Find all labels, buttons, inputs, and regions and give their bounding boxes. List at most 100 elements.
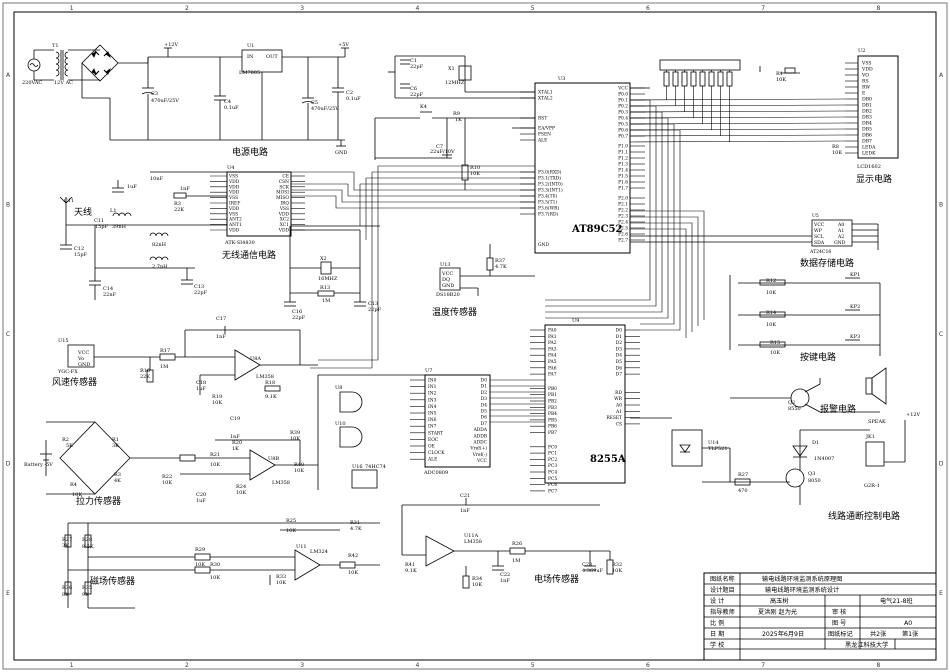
wireless-pin-label: MISO bbox=[276, 196, 289, 201]
svg-text:C23: C23 bbox=[582, 562, 592, 568]
svg-text:R1: R1 bbox=[776, 71, 783, 77]
wireless-pin-label: VSS bbox=[228, 212, 238, 217]
svg-text:R34: R34 bbox=[472, 576, 482, 582]
svg-text:U15: U15 bbox=[58, 338, 69, 344]
svg-text:C12: C12 bbox=[74, 246, 84, 252]
svg-text:R3: R3 bbox=[174, 201, 181, 207]
mcu-pin-label: XTAL1 bbox=[538, 91, 553, 96]
adc-pin-label: IN0 bbox=[428, 379, 437, 384]
frame-col-label: 5 bbox=[531, 662, 535, 669]
adc-labels: U7 ADC0809 U8 U10 U16 74HC74 bbox=[335, 368, 448, 476]
mcu-at89c52 bbox=[374, 55, 650, 254]
svg-text:OUT: OUT bbox=[266, 54, 278, 60]
svg-text:DS18B20: DS18B20 bbox=[436, 292, 460, 298]
svg-text:22uF/10V: 22uF/10V bbox=[430, 149, 455, 155]
mcu-pin-label: P2.7 bbox=[618, 239, 628, 244]
svg-text:图纸名称: 图纸名称 bbox=[710, 575, 735, 583]
ppi-pin-label: PB0 bbox=[548, 387, 557, 392]
frame-col-label: 2 bbox=[185, 662, 189, 669]
svg-text:4.7K: 4.7K bbox=[350, 526, 362, 532]
pullup-resistor bbox=[672, 71, 679, 87]
alarm-title: 报警电路 bbox=[820, 403, 856, 415]
ppi-pin-label: PB2 bbox=[548, 400, 557, 405]
svg-text:0.1uF: 0.1uF bbox=[224, 105, 239, 111]
svg-text:22pF: 22pF bbox=[410, 64, 424, 70]
frame-row-label: A bbox=[6, 72, 11, 79]
svg-text:U16: U16 bbox=[352, 464, 363, 470]
mcu-pin-label: P0.5 bbox=[618, 123, 628, 128]
svg-text:R28: R28 bbox=[82, 537, 92, 543]
wireless-pin-label: XC1 bbox=[280, 223, 289, 228]
wireless-pin-label: XC2 bbox=[280, 218, 289, 223]
wireless-pin-label: VSS bbox=[228, 196, 238, 201]
svg-text:C18: C18 bbox=[196, 380, 206, 386]
svg-text:LM358: LM358 bbox=[256, 374, 274, 380]
svg-text:R31: R31 bbox=[350, 520, 360, 526]
ppi-pin-label: PB4 bbox=[548, 412, 557, 417]
svg-text:220VAC: 220VAC bbox=[22, 80, 42, 86]
wireless-pin-label: VDD bbox=[228, 191, 240, 196]
optocoupler-u14-icon bbox=[671, 429, 703, 467]
ppi-pin-label: D5 bbox=[616, 360, 623, 365]
svg-text:R29: R29 bbox=[195, 547, 205, 553]
mcu-pin-label: P0.7 bbox=[618, 135, 628, 140]
adc-pin-label: Vref(+) bbox=[469, 447, 487, 452]
logic-gate-u10 bbox=[339, 426, 363, 448]
svg-text:Q2: Q2 bbox=[788, 400, 795, 406]
svg-text:15pF: 15pF bbox=[95, 224, 109, 230]
pullup-resistor bbox=[717, 71, 724, 87]
svg-text:R20: R20 bbox=[232, 440, 242, 446]
efield-sensor bbox=[401, 498, 614, 589]
mcu-part-label: AT89C52 bbox=[571, 224, 622, 235]
svg-text:22K: 22K bbox=[174, 207, 184, 213]
ppi-pin-label: RESET bbox=[606, 416, 622, 421]
adc-pin-label: D4 bbox=[481, 403, 488, 408]
svg-text:4.7K: 4.7K bbox=[495, 264, 507, 270]
pullup-resistor bbox=[699, 71, 706, 87]
wireless-labels: U4 ATK-SI4830 C11 C11 15pF L1 39nH 82nH … bbox=[64, 165, 382, 321]
svg-text:L1: L1 bbox=[110, 208, 117, 214]
adc-pin-label: D5 bbox=[481, 410, 488, 415]
ppi-pin-label: PC1 bbox=[548, 452, 557, 457]
ppi-pin-label: PA3 bbox=[548, 347, 557, 352]
svg-text:AT24C16: AT24C16 bbox=[809, 249, 831, 255]
mcu-pin-label: P2.3 bbox=[618, 215, 628, 220]
speaker-icon bbox=[865, 367, 887, 405]
adc-pin-label: IN1 bbox=[428, 385, 437, 390]
svg-text:R19: R19 bbox=[212, 394, 222, 400]
svg-text:K4: K4 bbox=[420, 104, 427, 110]
lcd-pin-label: DB6 bbox=[862, 133, 872, 139]
wind-title: 风速传感器 bbox=[52, 376, 97, 388]
adc-0809 bbox=[317, 374, 491, 490]
svg-text:1nF: 1nF bbox=[500, 578, 510, 584]
temp-title: 温度传感器 bbox=[432, 306, 477, 318]
antenna-label: 天线 bbox=[74, 206, 92, 218]
lcd-pin-label: RW bbox=[862, 85, 870, 91]
transistor-q3-icon bbox=[785, 468, 805, 488]
svg-text:LCD1602: LCD1602 bbox=[857, 164, 881, 170]
svg-text:+12V: +12V bbox=[906, 412, 921, 418]
wind-labels: U15 VCC Vo GND YGC-FX R17 1M R16 22K C17… bbox=[57, 316, 277, 406]
svg-text:R33: R33 bbox=[276, 574, 286, 580]
svg-text:U1: U1 bbox=[247, 43, 254, 49]
svg-text:U8: U8 bbox=[335, 385, 342, 391]
relay-jk1-icon bbox=[865, 441, 885, 467]
svg-text:1nF: 1nF bbox=[180, 186, 190, 192]
ppi-pin-label: A0 bbox=[615, 404, 622, 409]
ppi-pin-label: PC4 bbox=[548, 471, 557, 476]
svg-text:R26: R26 bbox=[512, 541, 522, 547]
svg-text:R39: R39 bbox=[290, 430, 300, 436]
svg-text:U8B: U8B bbox=[268, 456, 279, 462]
antenna-icon bbox=[59, 196, 73, 225]
svg-text:A1: A1 bbox=[837, 228, 844, 234]
svg-text:DQ: DQ bbox=[442, 277, 450, 283]
frame-row-label: D bbox=[6, 461, 11, 468]
frame-col-label: 8 bbox=[876, 5, 880, 12]
svg-text:22nF: 22nF bbox=[103, 292, 117, 298]
wireless-pin-label: VDD bbox=[278, 212, 290, 217]
alarm-circuit bbox=[730, 367, 887, 413]
lcd-pin-label: DB5 bbox=[862, 127, 872, 133]
svg-text:10K: 10K bbox=[72, 492, 82, 498]
opamp-u11-icon bbox=[294, 549, 321, 581]
